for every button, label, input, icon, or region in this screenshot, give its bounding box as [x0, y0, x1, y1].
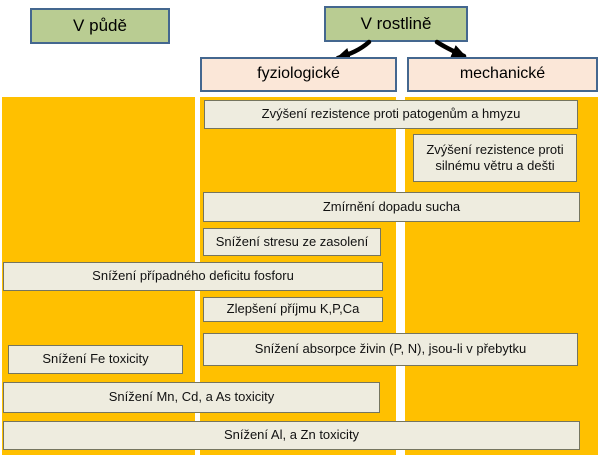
arrow-to-physiological-icon: [335, 39, 372, 61]
effect-box-nutrient-absorption: Snížení absorpce živin (P, N), jsou-li v…: [203, 333, 578, 366]
plant-header: V rostlině: [324, 6, 468, 42]
effect-box-fe-toxicity: Snížení Fe toxicity: [8, 345, 183, 374]
effect-box-al-zn-toxicity: Snížení Al, a Zn toxicity: [3, 421, 580, 450]
effect-box-nutrient-uptake: Zlepšení příjmu K,P,Ca: [203, 297, 383, 322]
effect-box-wind-rain: Zvýšení rezistence proti silnému větru a…: [413, 134, 577, 182]
category-mechanical: mechanické: [407, 57, 598, 92]
category-physiological-label: fyziologické: [257, 65, 340, 83]
category-physiological: fyziologické: [200, 57, 397, 92]
effect-box-phosphorus-deficit: Snížení případného deficitu fosforu: [3, 262, 383, 291]
plant-header-label: V rostlině: [360, 14, 432, 34]
effect-box-mn-cd-as-toxicity: Snížení Mn, Cd, a As toxicity: [3, 382, 380, 413]
effect-box-drought: Zmírnění dopadu sucha: [203, 192, 580, 222]
effect-box-pathogens: Zvýšení rezistence proti patogenům a hmy…: [204, 100, 578, 129]
soil-header-label: V půdě: [73, 16, 127, 36]
arrow-to-mechanical-icon: [434, 39, 467, 59]
soil-header: V půdě: [30, 8, 170, 44]
category-mechanical-label: mechanické: [459, 65, 546, 83]
effect-box-salinity: Snížení stresu ze zasolení: [203, 228, 381, 256]
